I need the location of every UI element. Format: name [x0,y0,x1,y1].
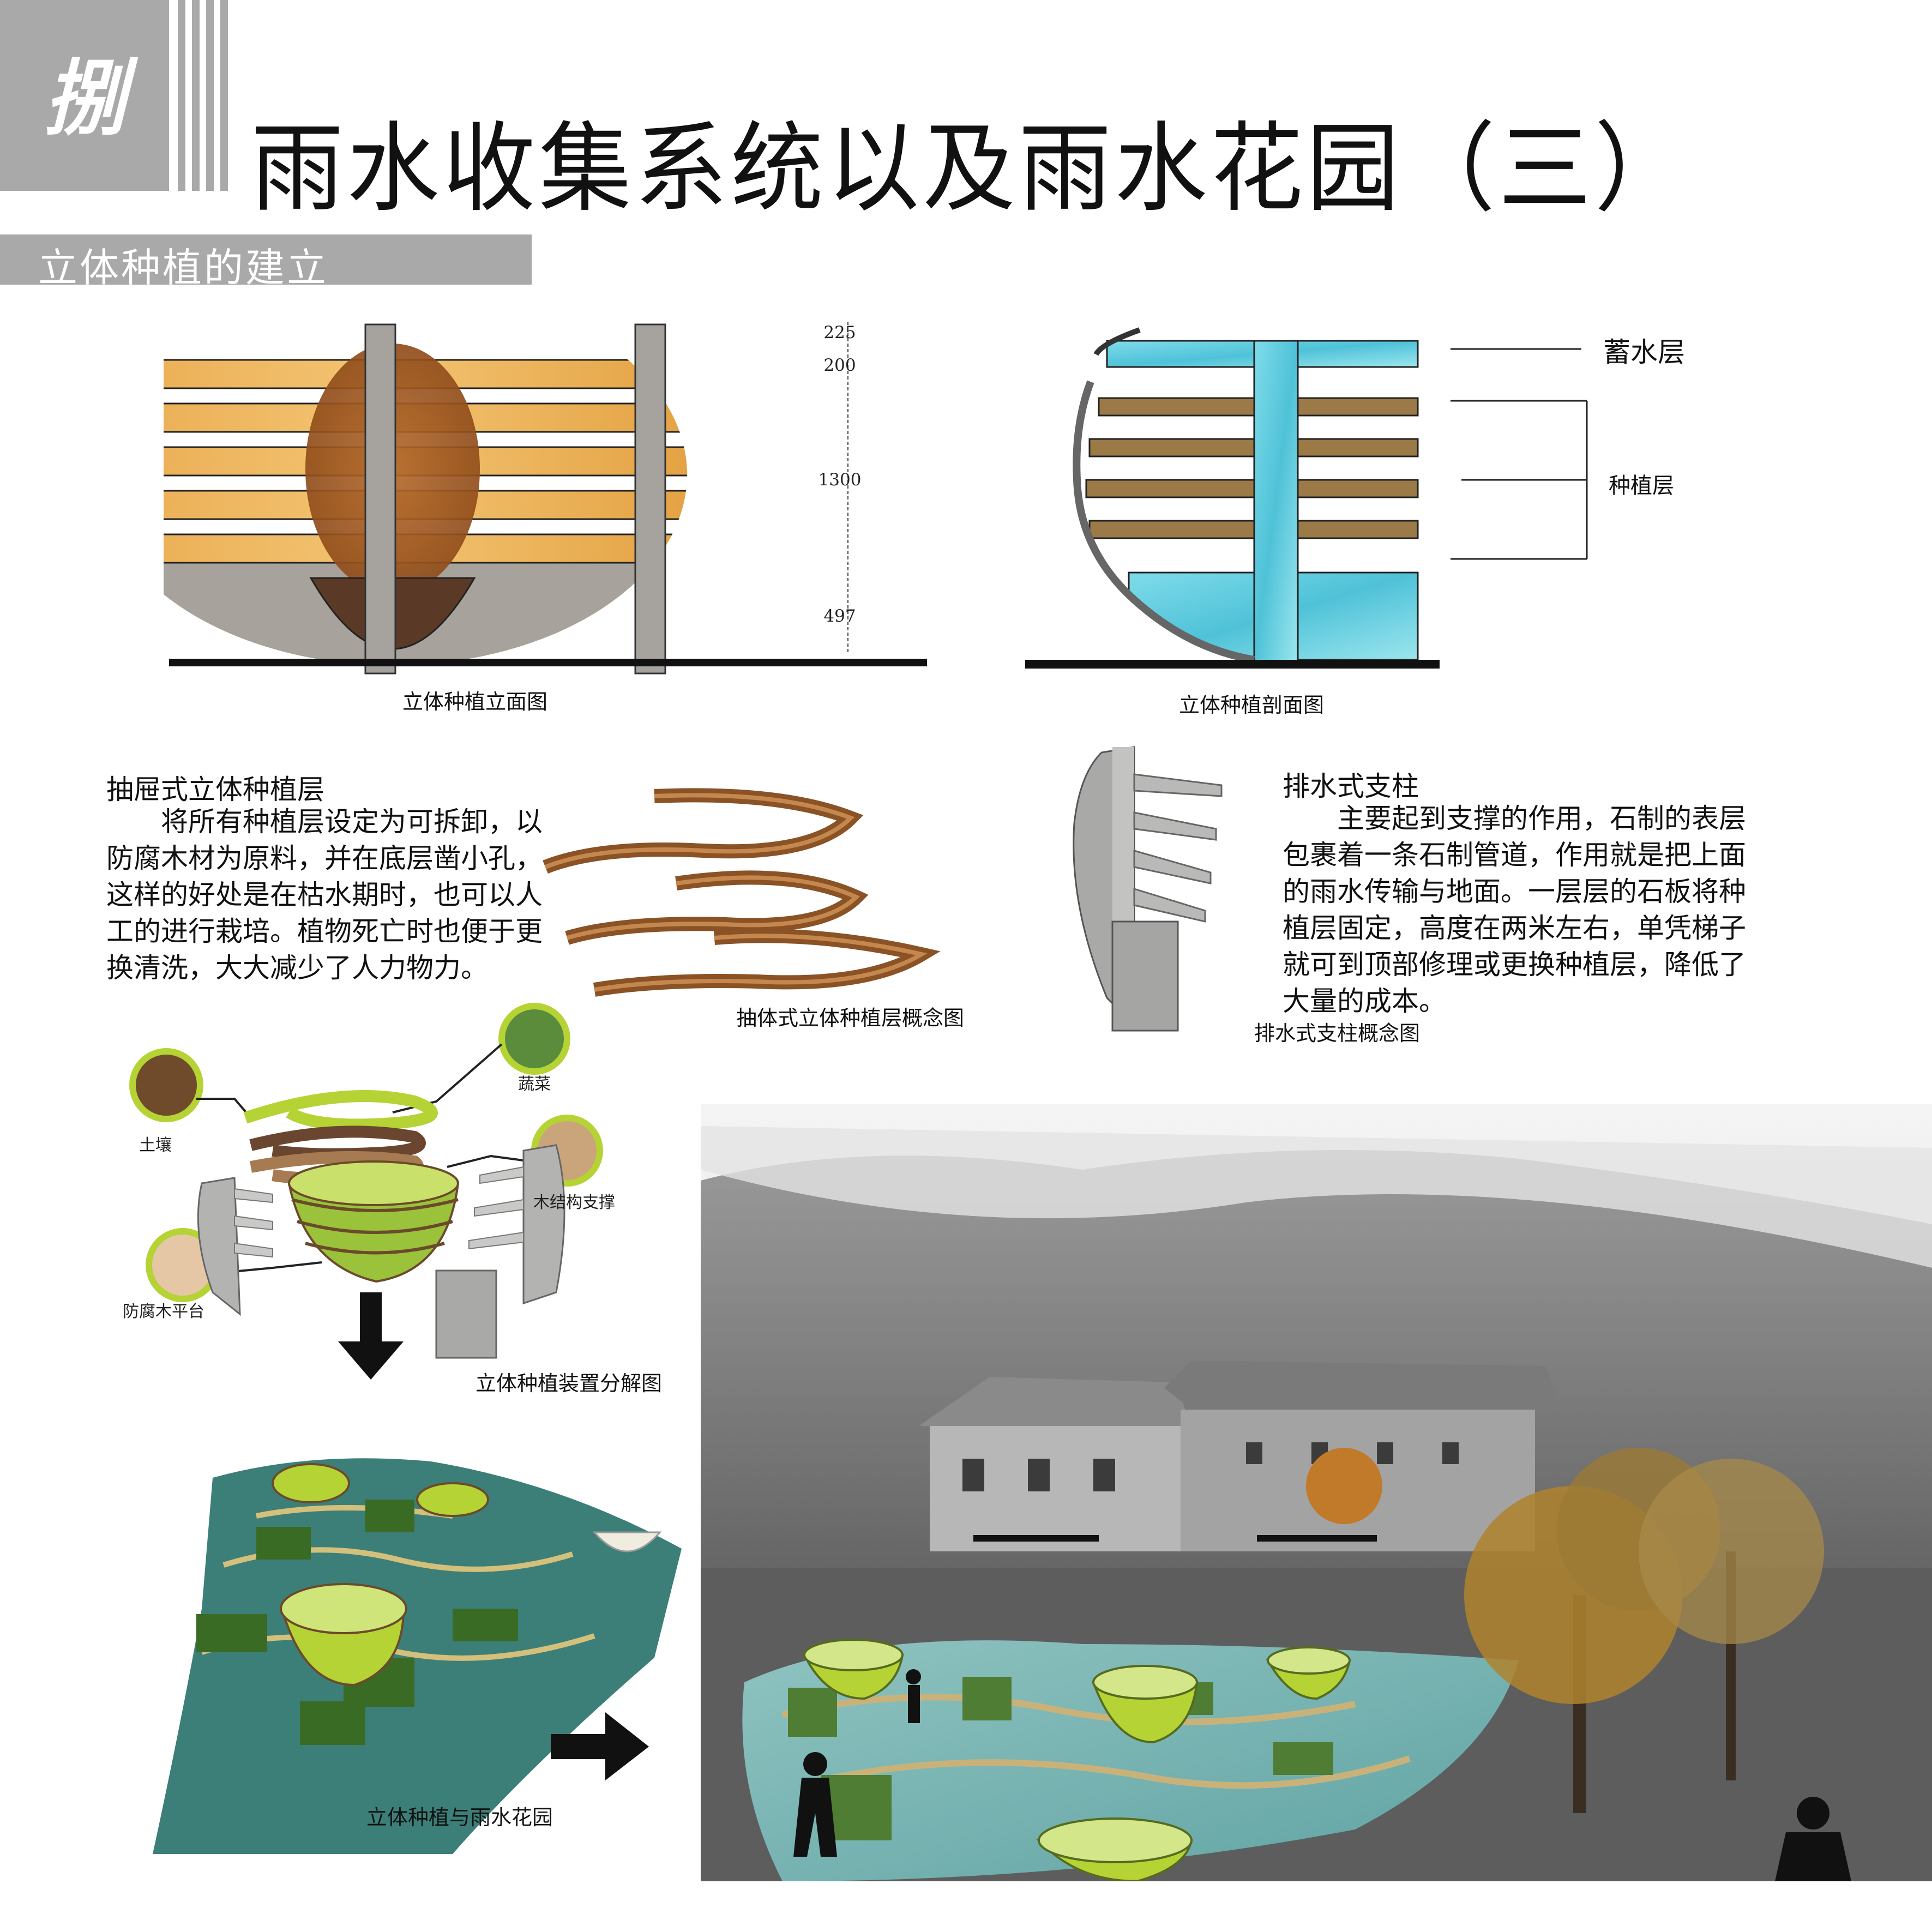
label-wood-support: 木结构支撑 [533,1193,615,1212]
dim-225: 225 [823,323,856,342]
label-vegetables: 蔬菜 [518,1075,551,1094]
elevation-drawing: 225 200 1300 497 [164,322,927,675]
elevation-caption: 立体种植立面图 [402,690,548,714]
right-arrow-head [605,1712,649,1780]
vegetable-icon [498,1003,570,1075]
center-drain-pipe [1253,340,1299,664]
drawer-body: 将所有种植层设定为可拆卸，以防腐木材为原料，并在底层凿小孔，这样的好处是在枯水期… [106,806,543,984]
label-soil: 土壤 [139,1136,172,1155]
header-stripe [220,0,228,191]
exploded-diagram [129,1003,603,1380]
elevation-post-right [634,323,666,675]
garden-model-image [153,1458,682,1854]
header-stripe [178,0,185,191]
dim-200: 200 [823,356,856,375]
garden-caption: 立体种植与雨水花园 [366,1805,553,1829]
people-silhouettes [793,1669,1851,1881]
drain-caption: 排水式支柱概念图 [1254,1021,1421,1045]
exploded-caption: 立体种植装置分解图 [476,1371,663,1395]
drawer-heading: 抽屉式立体种植层 [106,774,324,805]
section-bar [0,234,532,285]
label-storage-layer: 蓄水层 [1603,336,1685,368]
dim-1300: 1300 [818,470,862,490]
garden-perspective-render [701,1104,1932,1881]
elevation-post-left [364,323,396,675]
down-arrow-head [338,1341,404,1380]
autumn-trees [1306,1448,1824,1813]
label-planting-layer: 种植层 [1609,473,1674,498]
drawer-caption: 抽体式立体种植层概念图 [736,1006,965,1030]
soil-icon [129,1048,203,1122]
section-caption: 立体种植剖面图 [1179,693,1325,717]
page-number-char: 捌 [43,51,125,147]
page-title: 雨水收集系统以及雨水花园（三） [251,112,1691,226]
page-number-block [0,0,169,191]
header-stripe [192,0,200,191]
drain-body: 主要起到支撑的作用，石制的表层包裹着一条石制管道，作用就是把上面的雨水传输与地面… [1283,803,1746,1017]
drain-heading: 排水式支柱 [1283,771,1419,802]
label-deck: 防腐木平台 [123,1302,204,1321]
header-stripe [206,0,214,191]
ground-line [169,659,927,666]
section-title: 立体种植的建立 [38,245,329,291]
dim-497: 497 [823,606,856,626]
section-drawing [1025,327,1588,669]
drawer-concept-image [543,788,941,997]
drain-column-image [1073,746,1223,1032]
village-houses [919,1361,1562,1551]
right-arrow-shaft [551,1734,611,1759]
